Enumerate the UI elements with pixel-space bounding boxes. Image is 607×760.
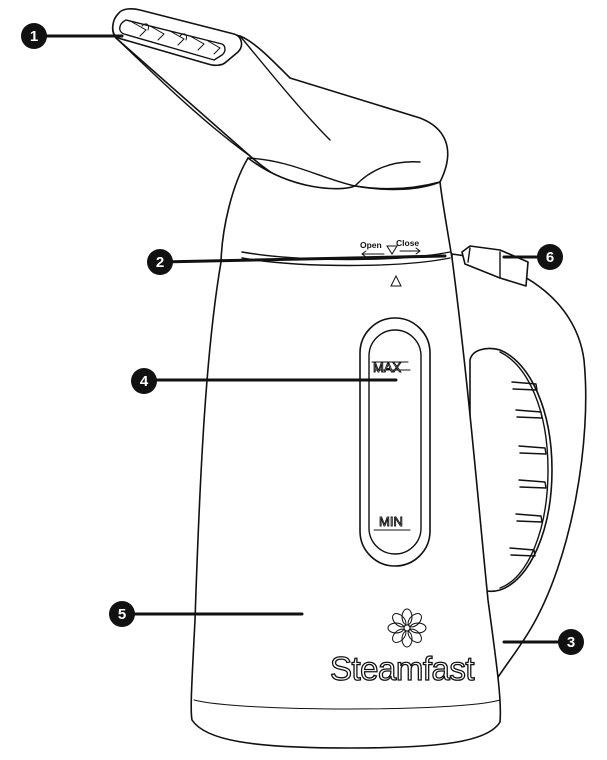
collar-down-marker bbox=[386, 245, 398, 255]
gauge-min-label: MIN bbox=[379, 514, 403, 529]
collar-open-label: Open bbox=[360, 240, 382, 250]
callout-5-number: 5 bbox=[118, 606, 126, 623]
callout-2-number: 2 bbox=[156, 254, 164, 271]
open-arrow bbox=[361, 250, 385, 258]
collar-close-label: Close bbox=[396, 238, 419, 248]
flower-logo-icon bbox=[387, 608, 427, 648]
gauge-max-label: MAX bbox=[373, 360, 402, 375]
callout-6: 6 bbox=[537, 244, 563, 270]
water-level-window: MAX MIN bbox=[359, 317, 431, 567]
brand-logo: Steamfast bbox=[329, 608, 476, 688]
callout-4: 4 bbox=[131, 368, 157, 394]
callout-1-number: 1 bbox=[30, 28, 38, 45]
steam-vent-plate bbox=[111, 8, 243, 67]
water-tank-body bbox=[190, 157, 502, 749]
callout-6-number: 6 bbox=[546, 249, 554, 266]
callout-1: 1 bbox=[21, 23, 47, 49]
callout-3-number: 3 bbox=[567, 634, 575, 651]
tank-up-marker bbox=[390, 274, 402, 287]
callout-2: 2 bbox=[147, 249, 173, 275]
handle-grip-ridges bbox=[499, 351, 549, 589]
callout-3: 3 bbox=[558, 629, 584, 655]
callout-5: 5 bbox=[109, 601, 135, 627]
callout-4-number: 4 bbox=[140, 373, 149, 390]
close-arrow bbox=[399, 247, 421, 255]
brand-name: Steamfast bbox=[330, 650, 474, 687]
